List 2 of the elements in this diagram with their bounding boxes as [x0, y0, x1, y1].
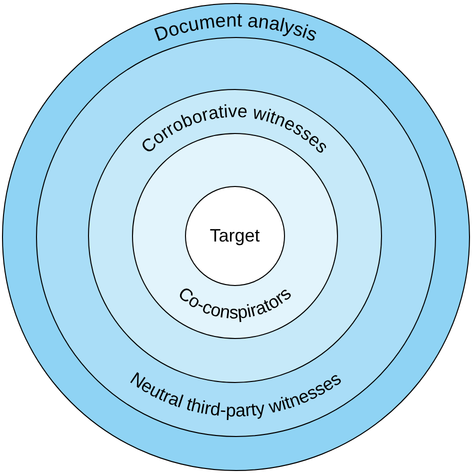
circle-label: Target: [210, 225, 260, 246]
ring-label: Document analysis: [152, 10, 320, 46]
